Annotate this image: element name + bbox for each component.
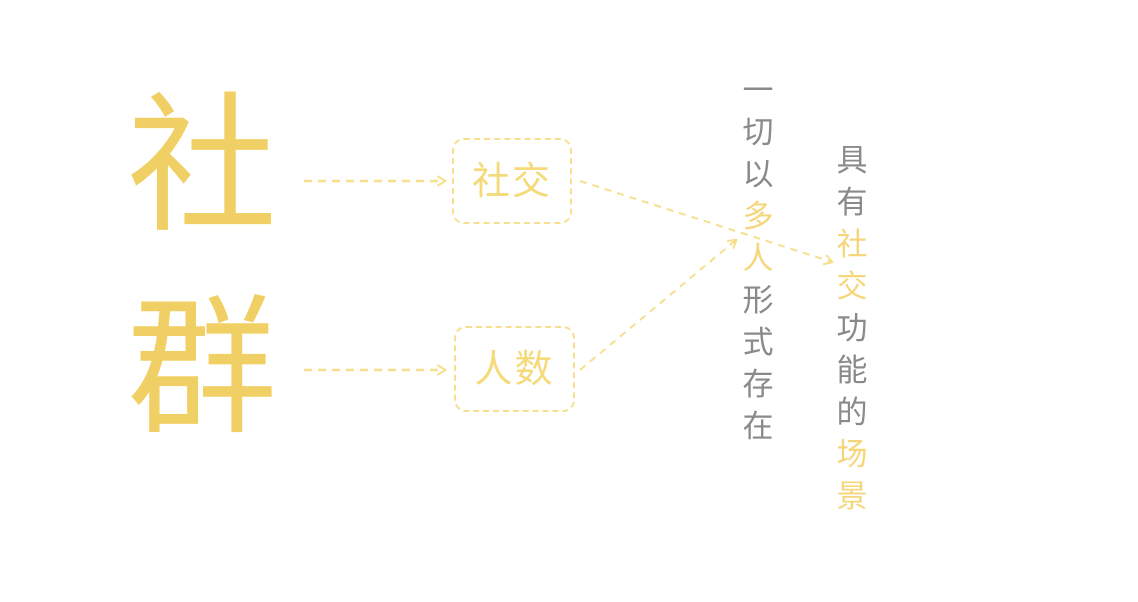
vertical-char: 一	[742, 73, 774, 109]
vertical-char: 以	[742, 157, 774, 193]
vertical-char: 有	[836, 185, 868, 221]
vertical-char: 能	[836, 353, 868, 389]
arrow-people-to-multi	[579, 238, 738, 371]
vertical-char: 形	[742, 283, 774, 319]
vertical-char: 人	[742, 241, 774, 277]
vertical-char: 的	[836, 395, 868, 431]
box-people-count: 人数	[454, 326, 575, 412]
vertical-char: 景	[836, 479, 868, 515]
big-char-she: 社	[126, 80, 277, 254]
vertical-char: 具	[836, 143, 868, 179]
vertical-char: 社	[836, 227, 868, 263]
vertical-char: 场	[836, 437, 868, 473]
vertical-char: 交	[836, 269, 868, 305]
big-char-qun: 群	[126, 282, 277, 456]
vertical-char: 多	[742, 199, 774, 235]
vertical-char: 式	[742, 325, 774, 361]
box-social: 社交	[452, 138, 572, 224]
vertical-char: 功	[836, 311, 868, 347]
arrow-social-to-scene	[579, 180, 834, 266]
box-people-label: 人数	[474, 347, 555, 391]
vertical-char: 在	[742, 409, 774, 445]
vertical-char: 切	[742, 115, 774, 151]
vertical-char: 存	[742, 367, 774, 403]
vertical-text-multi-person: 一切以多人形式存在	[738, 70, 778, 448]
box-social-label: 社交	[471, 159, 552, 203]
vertical-text-social-scene: 具有社交功能的场景	[832, 140, 872, 518]
